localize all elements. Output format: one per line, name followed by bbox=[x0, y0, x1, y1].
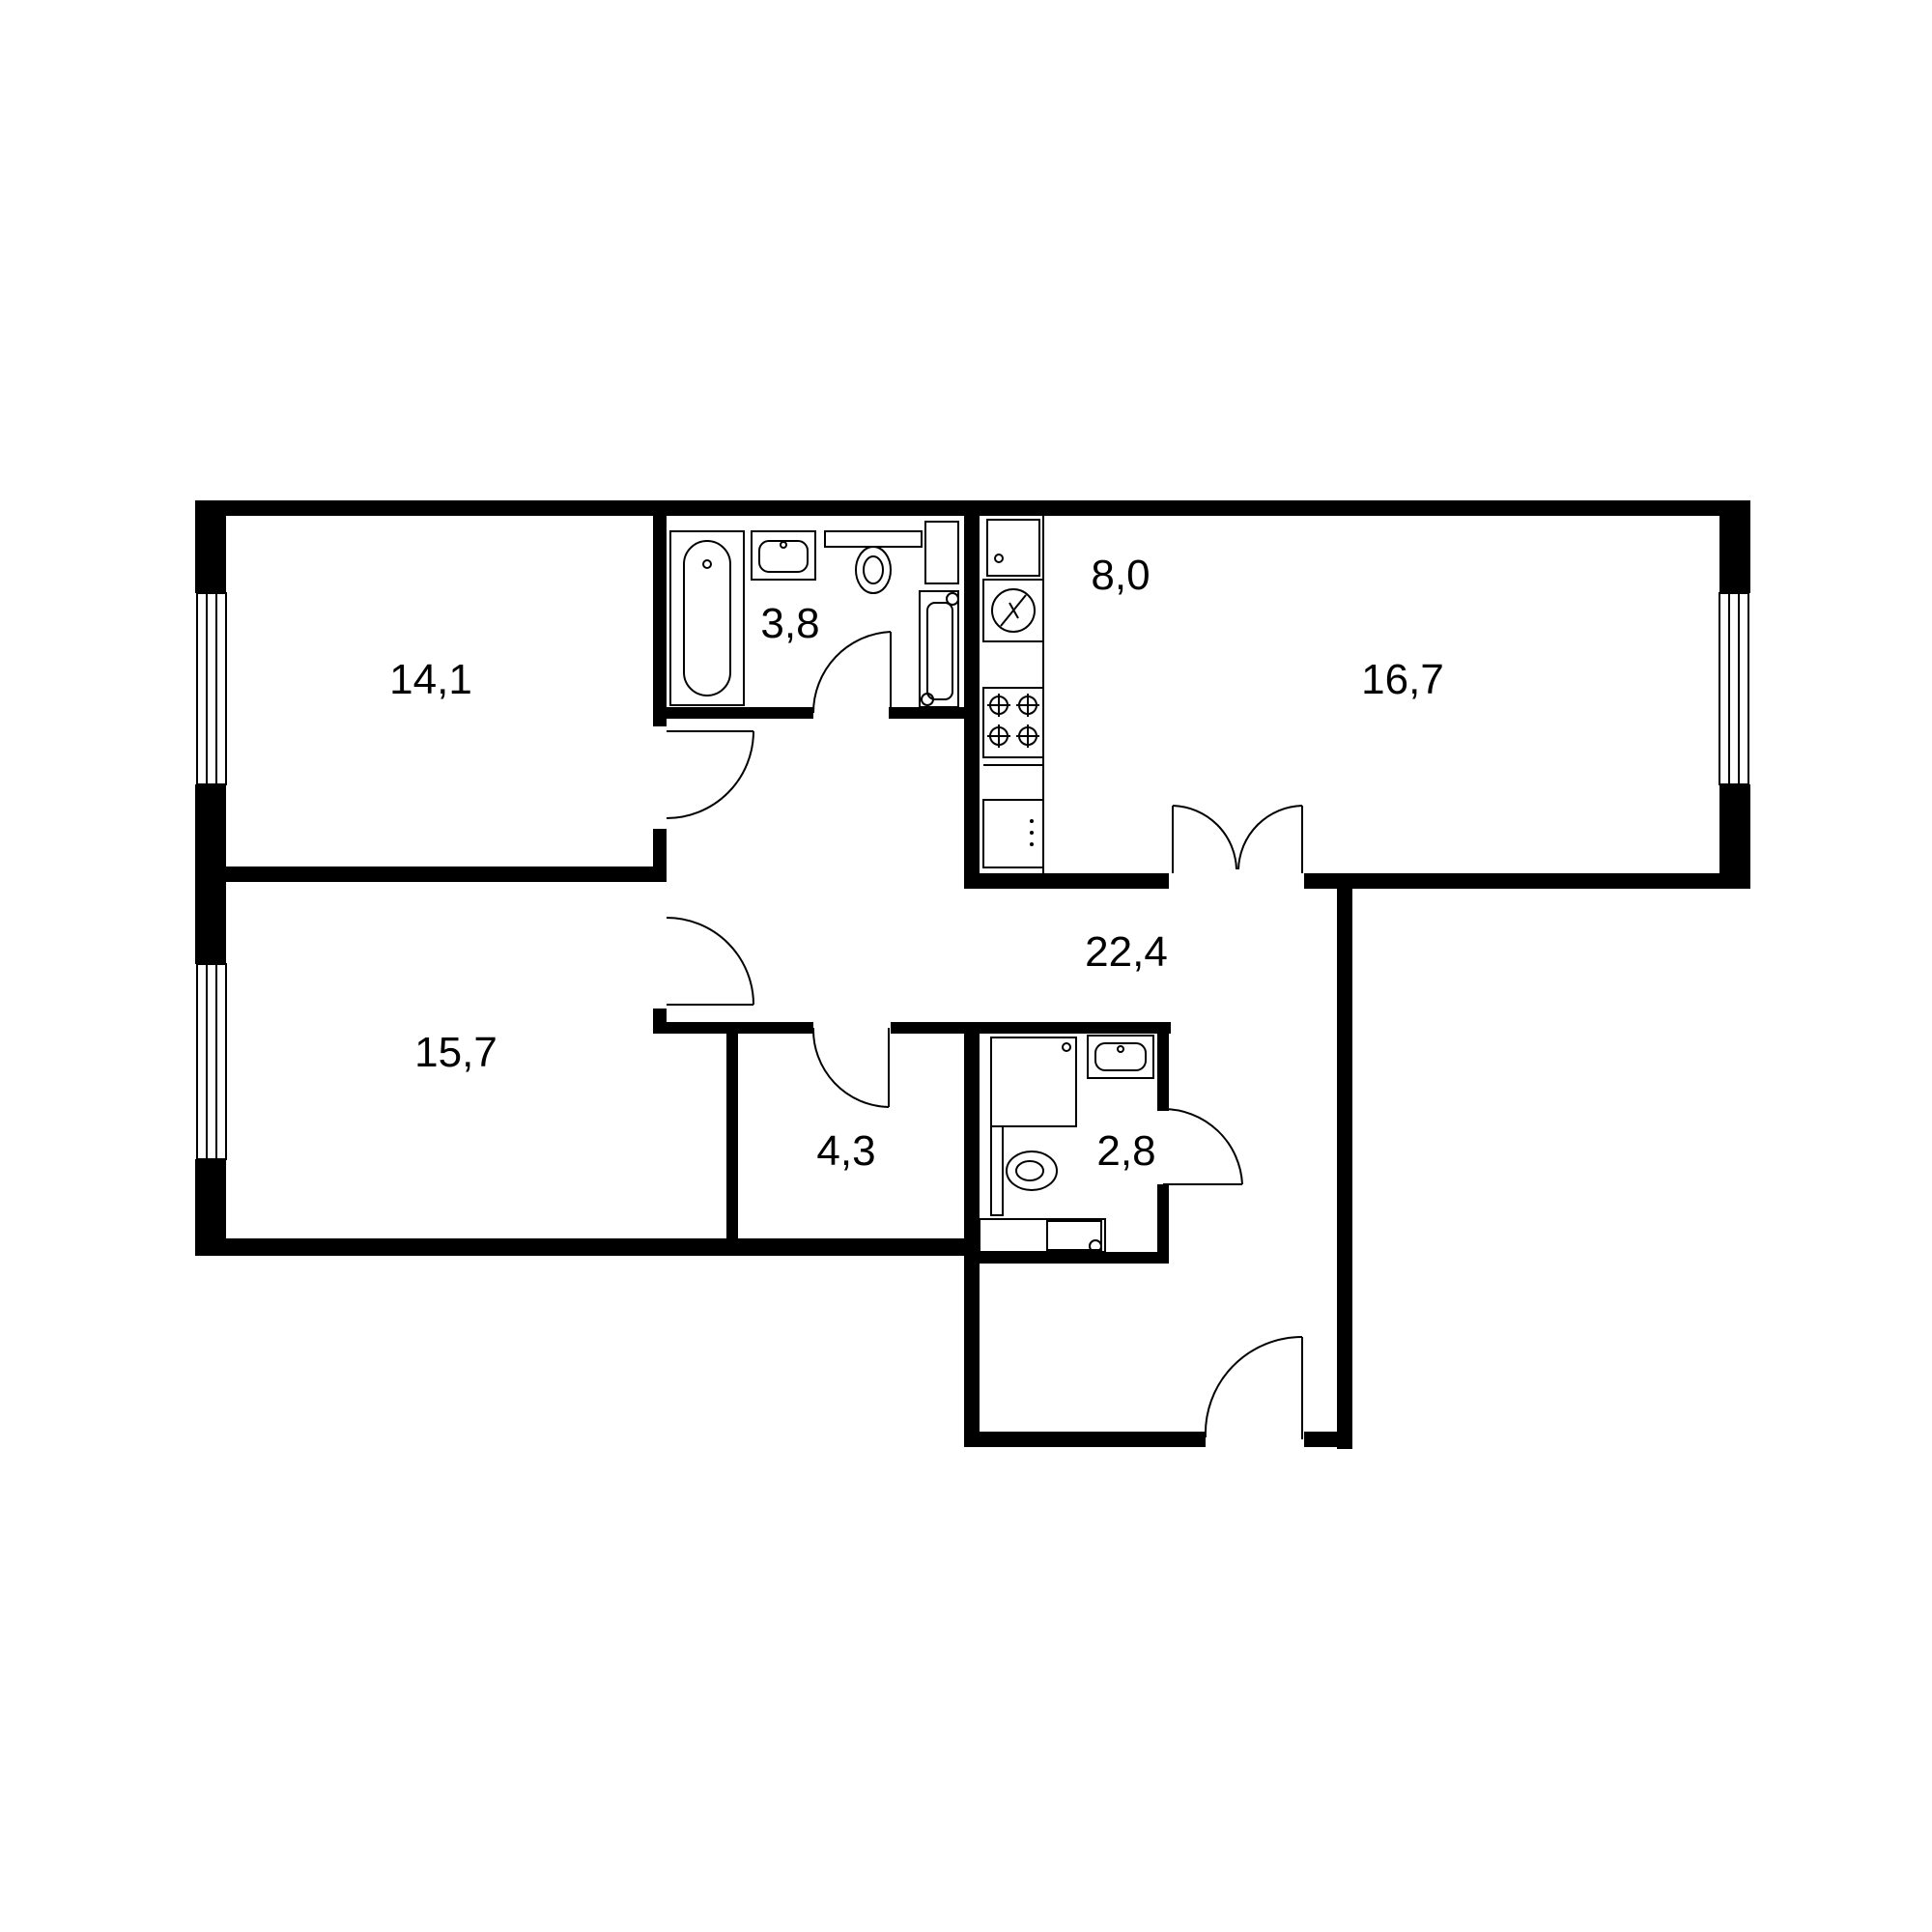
wall-kitchen-bottom bbox=[964, 873, 1169, 889]
walls bbox=[195, 500, 1750, 1449]
door-entrance bbox=[1204, 1336, 1303, 1439]
wall-corridor-bottom bbox=[964, 1432, 1206, 1447]
stove-icon bbox=[982, 687, 1044, 758]
room-area-bedroom-1: 14,1 bbox=[389, 656, 472, 703]
doors bbox=[666, 631, 1303, 1439]
room-area-hallway: 22,4 bbox=[1085, 928, 1168, 976]
wall-living-bottom bbox=[1304, 873, 1750, 889]
window-left-lower bbox=[196, 963, 227, 1160]
wall-bedroom-partition bbox=[226, 867, 663, 882]
fixtures bbox=[669, 516, 1154, 1253]
wall-storage-right bbox=[964, 1022, 980, 1254]
room-area-living-room: 16,7 bbox=[1361, 656, 1444, 703]
wall-wc-right bbox=[1157, 1184, 1169, 1264]
bathtub-icon bbox=[669, 530, 745, 706]
wall-bathroom-kitchen bbox=[964, 500, 980, 889]
sink-icon bbox=[986, 519, 1040, 577]
door-living-room bbox=[1172, 805, 1303, 873]
door-bedroom-1 bbox=[666, 730, 754, 819]
counter bbox=[824, 530, 923, 548]
window-left-upper bbox=[196, 592, 227, 785]
wall-bathroom-bottom bbox=[889, 707, 972, 719]
room-area-bathroom: 3,8 bbox=[760, 600, 819, 647]
wall-corridor-left bbox=[964, 1238, 980, 1447]
washing-machine-icon bbox=[919, 521, 959, 708]
sink-icon bbox=[1087, 1035, 1154, 1079]
wall-right bbox=[1719, 500, 1750, 593]
fridge-icon bbox=[982, 799, 1044, 868]
door-storage bbox=[811, 1027, 890, 1108]
wall-bedroom1-right bbox=[653, 829, 667, 882]
window-right bbox=[1719, 592, 1749, 785]
wall-hallway-bottom bbox=[663, 1022, 813, 1034]
room-area-bedroom-2: 15,7 bbox=[414, 1029, 497, 1076]
wall-left bbox=[195, 784, 226, 964]
toilet-icon bbox=[990, 1125, 1058, 1216]
wall-storage-left bbox=[726, 1034, 738, 1240]
shower-icon bbox=[990, 1037, 1077, 1127]
wall-wc-right bbox=[1157, 1022, 1169, 1111]
room-area-storage: 4,3 bbox=[816, 1127, 875, 1175]
room-area-kitchen: 8,0 bbox=[1091, 552, 1150, 599]
toilet-icon bbox=[855, 546, 892, 594]
wall-left bbox=[195, 500, 226, 593]
sink-icon bbox=[751, 530, 816, 581]
wall-bathroom-left bbox=[653, 500, 667, 719]
boiler-icon bbox=[982, 579, 1044, 642]
wall-wc-bottom bbox=[980, 1252, 1169, 1264]
wall-corridor-bottom bbox=[1304, 1432, 1352, 1447]
windows bbox=[196, 592, 1749, 1160]
wall-wc-top bbox=[980, 1022, 1169, 1034]
wall-bathroom-bottom bbox=[653, 707, 813, 719]
wall-corridor-right bbox=[1337, 873, 1352, 1449]
room-labels: 14,1 3,8 8,0 16,7 22,4 15,7 4,3 2,8 bbox=[389, 552, 1444, 1175]
boiler-icon bbox=[979, 1218, 1106, 1253]
door-wc bbox=[1162, 1107, 1243, 1185]
wall-right bbox=[1719, 784, 1750, 889]
door-bathroom bbox=[811, 631, 892, 714]
door-bedroom-2 bbox=[666, 917, 754, 1006]
wall-bottom-left bbox=[195, 1238, 978, 1256]
room-area-wc: 2,8 bbox=[1096, 1127, 1155, 1175]
